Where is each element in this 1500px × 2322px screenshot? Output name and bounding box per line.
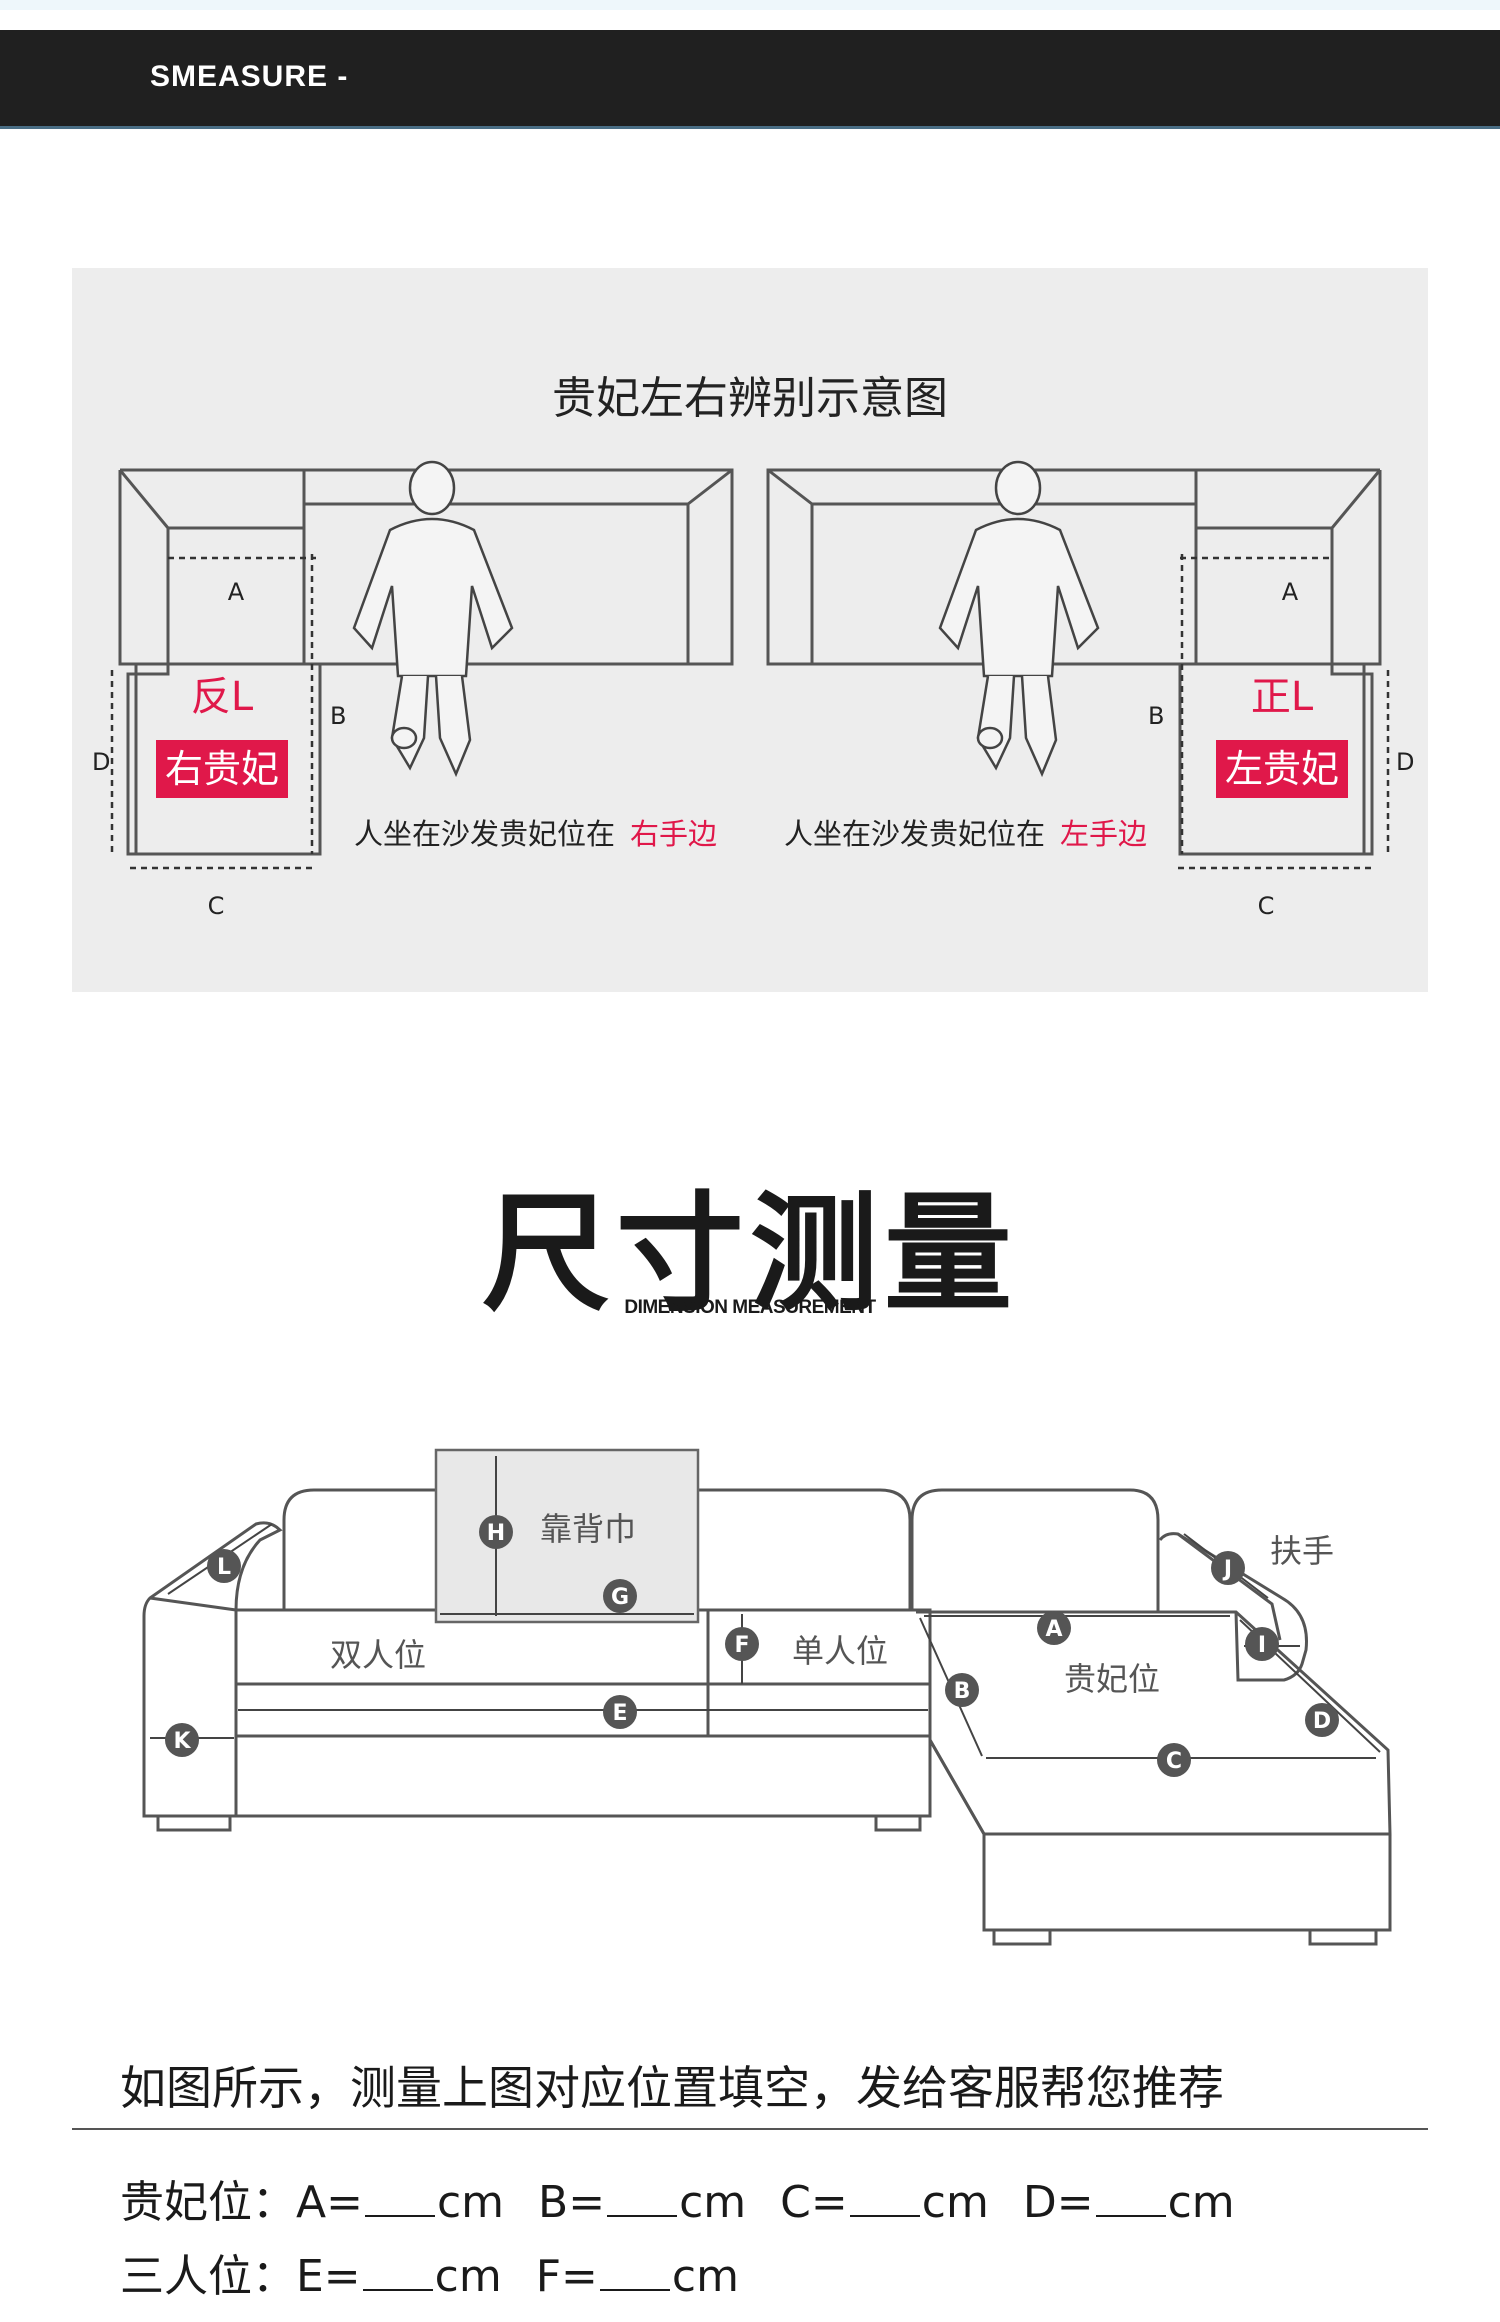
header-bar: SMEASURE - [0,30,1500,129]
measure-instruction: 如图所示，测量上图对应位置填空，发给客服帮您推荐 [120,2061,1224,2115]
chaise-guide-diagram: A B D C 反L 右贵妃 人坐在沙发贵妃位在 右手边 [92,460,1414,920]
svg-text:G: G [611,1585,629,1610]
right-sofa-drawing [766,468,1382,856]
svg-text:C: C [1166,1749,1182,1774]
svg-text:H: H [487,1521,505,1546]
svg-text:J: J [1222,1557,1232,1582]
label-chaise: 贵妃位 [1064,1660,1160,1698]
left-person-figure [352,460,514,778]
right-label-b: B [1148,702,1164,730]
svg-text:A: A [1045,1617,1062,1642]
form-a-label: A= [296,2177,363,2228]
measure-title: 尺寸测量 [481,1180,1018,1329]
right-side-label: 左贵妃 [1225,747,1339,791]
left-label-c: C [208,892,225,920]
svg-text:L: L [217,1555,231,1580]
left-type-label: 反L [191,674,254,720]
chaise-guide-panel: 贵妃左右辨别示意图 A B [72,268,1428,992]
form-d-label: D= [1022,2177,1094,2228]
right-type-label: 正L [1251,674,1314,720]
right-dimension-lines [1178,554,1390,870]
form-c-label: C= [780,2177,848,2228]
form-b-blank[interactable] [607,2181,678,2217]
svg-text:E: E [612,1701,627,1726]
marker-l: L [207,1549,241,1583]
right-caption-prefix: 人坐在沙发贵妃位在 [784,817,1045,851]
left-side-label: 右贵妃 [165,747,279,791]
left-label-b: B [330,702,346,730]
left-label-d: D [92,748,110,776]
form-a-blank[interactable] [364,2181,435,2217]
marker-k: K [165,1723,199,1757]
measure-markers: H G E F K L A B C D J I [165,1515,1339,1777]
marker-d: D [1305,1703,1339,1737]
form-row1-label: 贵妃位： [120,2177,296,2228]
marker-h: H [479,1515,513,1549]
marker-e: E [603,1695,637,1729]
measure-arrows [150,1456,1381,1759]
label-backrest-towel: 靠背巾 [540,1510,636,1548]
form-f-blank[interactable] [599,2255,670,2291]
form-a-unit: cm [436,2177,505,2228]
marker-a: A [1037,1611,1071,1645]
label-armrest: 扶手 [1270,1532,1334,1570]
left-label-a: A [228,578,245,606]
left-caption-highlight: 右手边 [630,817,717,851]
form-f-unit: cm [671,2251,739,2302]
divider [72,2128,1428,2130]
form-c-unit: cm [921,2177,989,2228]
form-b-label: B= [538,2177,606,2228]
form-row-three-seat: 三人位：E= cm F= cm [120,2240,739,2304]
right-caption-highlight: 左手边 [1060,817,1147,851]
measure-labels: 靠背巾 双人位 单人位 贵妃位 扶手 [330,1510,1334,1698]
form-row-chaise: 贵妃位：A= cm B= cm C= cm D= cm [120,2166,1235,2230]
form-d-blank[interactable] [1095,2181,1166,2217]
svg-text:D: D [1313,1709,1331,1734]
form-e-unit: cm [434,2251,502,2302]
measure-subtitle: DIMENSION MEASUREMENT [624,1297,876,1318]
svg-text:B: B [954,1679,971,1704]
header-title: SMEASURE - [150,60,349,93]
svg-text:I: I [1258,1633,1266,1658]
marker-c: C [1157,1743,1191,1777]
left-caption-prefix: 人坐在沙发贵妃位在 [354,817,615,851]
form-c-blank[interactable] [849,2181,920,2217]
form-d-unit: cm [1167,2177,1235,2228]
right-label-a: A [1282,578,1299,606]
label-single: 单人位 [792,1632,888,1670]
form-row2-label: 三人位： [120,2251,296,2302]
marker-j: J [1211,1551,1245,1585]
top-strip [0,0,1500,10]
marker-b: B [945,1673,979,1707]
right-label-c: C [1258,892,1275,920]
svg-text:F: F [734,1633,749,1658]
form-b-unit: cm [679,2177,747,2228]
left-dimension-lines [110,554,316,870]
label-loveseat: 双人位 [330,1636,426,1674]
form-f-label: F= [535,2251,598,2302]
svg-text:K: K [173,1729,191,1754]
left-side-badge [156,740,288,798]
form-e-blank[interactable] [362,2255,433,2291]
marker-i: I [1245,1627,1279,1661]
right-side-badge [1216,740,1348,798]
form-e-label: E= [296,2251,361,2302]
marker-f: F [725,1627,759,1661]
sectional-sofa-drawing [142,1488,1392,1946]
marker-g: G [603,1579,637,1613]
right-person-figure [938,460,1100,778]
chaise-guide-title: 贵妃左右辨别示意图 [552,373,948,424]
right-label-d: D [1396,748,1414,776]
